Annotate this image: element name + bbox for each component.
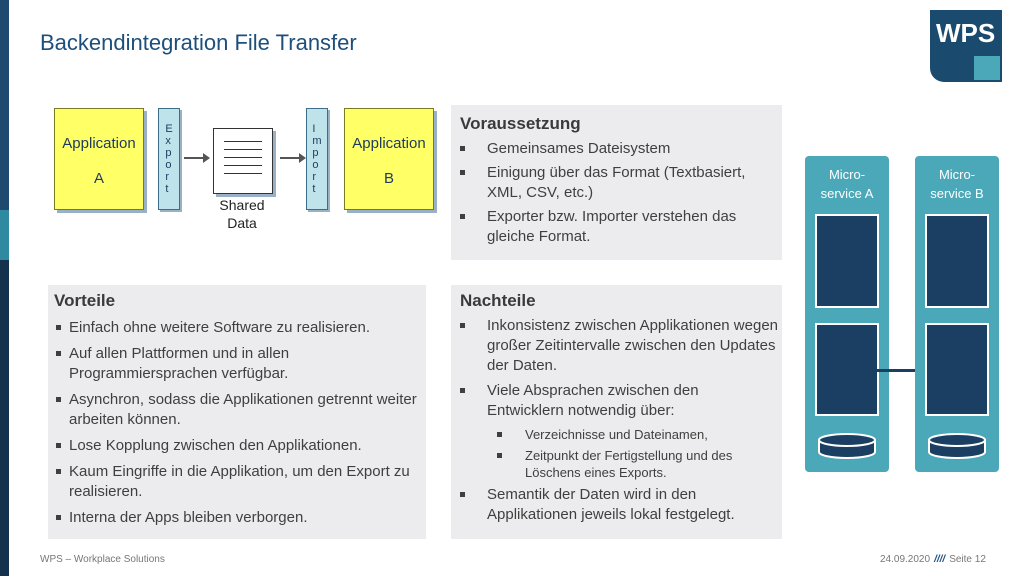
list-item: Viele Absprachen zwischen den Entwickler… — [460, 381, 779, 421]
logo-text: WPS — [936, 18, 996, 48]
footer-separator: //// — [934, 554, 946, 565]
microservice-a-label: Micro- service A — [820, 167, 874, 201]
microservice-b-lower-block — [925, 323, 989, 416]
shared-data-label: Shared Data — [219, 197, 265, 231]
footer-date: 24.09.2020 — [880, 554, 931, 565]
vorteile-list: Einfach ohne weitere Software zu realisi… — [56, 318, 421, 534]
nachteile-panel: Nachteile Inkonsistenz zwischen Applikat… — [451, 285, 782, 539]
slide-title: Backendintegration File Transfer — [40, 30, 357, 55]
application-a-letter: A — [93, 170, 104, 187]
application-b-box: Application B — [344, 108, 434, 210]
microservice-a-container: Micro- service A — [805, 156, 889, 472]
sub-list-item: Zeitpunkt der Fertigstellung und des Lös… — [497, 447, 779, 481]
list-item: Lose Kopplung zwischen den Applikationen… — [56, 436, 421, 456]
arrow-to-import — [280, 153, 306, 163]
left-accent-stripe — [0, 0, 9, 576]
microservice-b-upper-block — [925, 214, 989, 308]
footer-page-number: Seite 12 — [949, 554, 986, 565]
nachteile-list: Inkonsistenz zwischen Applikationen wege… — [460, 316, 779, 530]
list-item: Asynchron, sodass die Applikationen getr… — [56, 390, 421, 430]
vorteile-heading: Vorteile — [54, 291, 116, 310]
list-item: Einfach ohne weitere Software zu realisi… — [56, 318, 421, 338]
arrow-to-shared-data — [184, 153, 210, 163]
microservice-b-container: Micro- service B — [915, 156, 999, 472]
list-item: Interna der Apps bleiben verborgen. — [56, 508, 421, 528]
list-item: Gemeinsames Dateisystem — [460, 139, 777, 159]
voraussetzung-heading: Voraussetzung — [460, 114, 581, 133]
nachteile-heading: Nachteile — [460, 291, 536, 310]
list-item: Semantik der Daten wird in den Applikati… — [460, 485, 779, 525]
application-b-letter: B — [383, 170, 394, 187]
microservice-b-label: Micro- service B — [930, 167, 984, 201]
application-a-label: Application — [62, 135, 136, 152]
application-a-box: Application A — [54, 108, 144, 210]
sub-list-item: Verzeichnisse und Dateinamen, — [497, 426, 779, 443]
list-item: Kaum Eingriffe in die Applikation, um de… — [56, 462, 421, 502]
vorteile-panel: Vorteile Einfach ohne weitere Software z… — [48, 285, 426, 539]
voraussetzung-list: Gemeinsames Dateisystem Einigung über da… — [460, 139, 777, 251]
list-item: Auf allen Plattformen und in allen Progr… — [56, 344, 421, 384]
shared-data-document-icon — [213, 128, 273, 194]
microservice-connector — [859, 369, 929, 372]
list-item: Inkonsistenz zwischen Applikationen wege… — [460, 317, 779, 374]
footer-date-page: 24.09.2020////Seite 12 — [880, 554, 986, 565]
voraussetzung-panel: Voraussetzung Gemeinsames Dateisystem Ei… — [451, 105, 782, 260]
list-item: Einigung über das Format (Textbasiert, X… — [460, 163, 777, 203]
database-icon — [818, 433, 876, 459]
footer-company: WPS – Workplace Solutions — [40, 554, 165, 565]
logo-square — [974, 56, 1000, 80]
database-icon — [928, 433, 986, 459]
microservice-a-upper-block — [815, 214, 879, 308]
application-b-label: Application — [352, 135, 426, 152]
wps-logo: WPS — [930, 10, 1002, 82]
list-item: Exporter bzw. Importer verstehen das gle… — [460, 207, 777, 247]
